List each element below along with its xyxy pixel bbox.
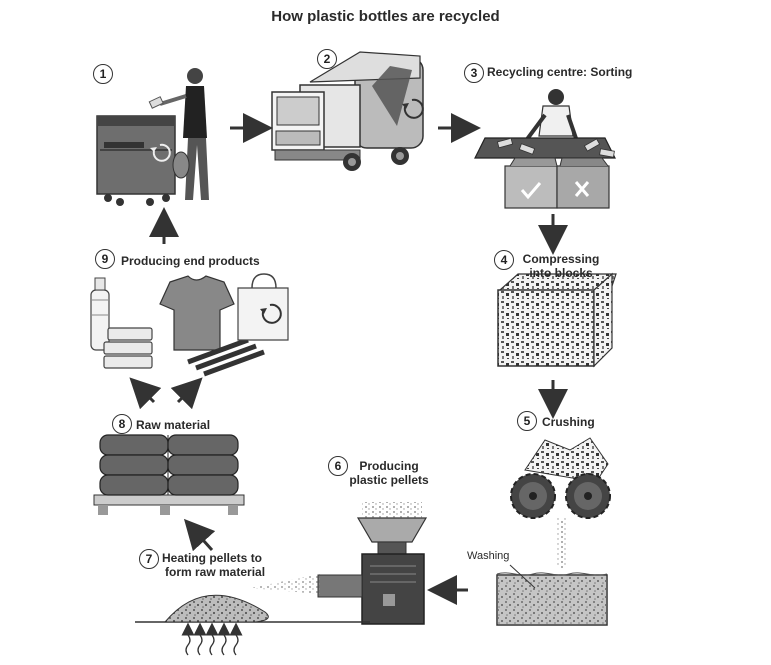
step-6-label-line1: Producing <box>359 459 419 473</box>
step-4-label: Compressing into blocks <box>516 252 606 280</box>
step-7-label-line2: form raw material <box>165 565 266 579</box>
diagram-title: How plastic bottles are recycled <box>271 8 500 25</box>
bag-product <box>237 273 289 341</box>
step-4-label-line1: Compressing <box>522 252 600 266</box>
step5-crusher <box>510 437 611 568</box>
step-6-label: Producing plastic pellets <box>346 459 432 487</box>
step-9-number: 9 <box>95 249 115 269</box>
step-3-label: Recycling centre: Sorting <box>487 65 633 79</box>
step3-sorting <box>474 89 616 209</box>
cross-icon <box>574 181 590 197</box>
check-icon <box>520 182 542 200</box>
step-7-label: Heating pellets to form raw material <box>162 551 265 579</box>
crusher-gear-left <box>510 473 556 519</box>
step-4-label-line2: into blocks <box>529 266 593 280</box>
tshirt-product <box>159 275 235 351</box>
step-1-number: 1 <box>93 64 113 84</box>
step1-person <box>148 68 209 200</box>
step-2-number: 2 <box>317 49 337 69</box>
washing-label: Washing <box>467 550 510 562</box>
step-6-number: 6 <box>328 456 348 476</box>
step-9-label: Producing end products <box>121 254 260 268</box>
step7-heating-pile <box>135 594 370 656</box>
step-7-label-line1: Heating pellets to <box>162 551 263 565</box>
step-7-number: 7 <box>139 549 159 569</box>
washing-tank <box>496 564 608 626</box>
recycle-icon <box>402 98 424 119</box>
bottle-product <box>90 277 110 351</box>
step-6-label-line2: plastic pellets <box>349 473 429 487</box>
step1-bin-illustration <box>96 115 176 206</box>
step-4-number: 4 <box>494 250 514 270</box>
step-3-number: 3 <box>464 63 484 83</box>
food-containers-product <box>103 327 153 369</box>
arrow-icon <box>170 377 203 410</box>
step8-raw-material-bales <box>93 434 245 515</box>
step-5-label: Crushing <box>542 415 595 429</box>
step2-truck <box>271 51 424 171</box>
step9-end-products <box>90 273 289 377</box>
arrow-icon <box>129 377 162 410</box>
arrow-icon <box>183 518 216 552</box>
recycle-icon <box>150 143 171 162</box>
step4-compressed-block <box>497 272 617 368</box>
step-5-number: 5 <box>517 411 537 431</box>
recycle-icon <box>260 303 282 324</box>
crusher-gear-right <box>565 473 611 519</box>
step-8-number: 8 <box>112 414 132 434</box>
step6-pellet-machine <box>250 502 428 625</box>
step-8-label: Raw material <box>136 418 211 432</box>
pencils-product <box>187 337 265 377</box>
heat-icon <box>181 622 243 656</box>
